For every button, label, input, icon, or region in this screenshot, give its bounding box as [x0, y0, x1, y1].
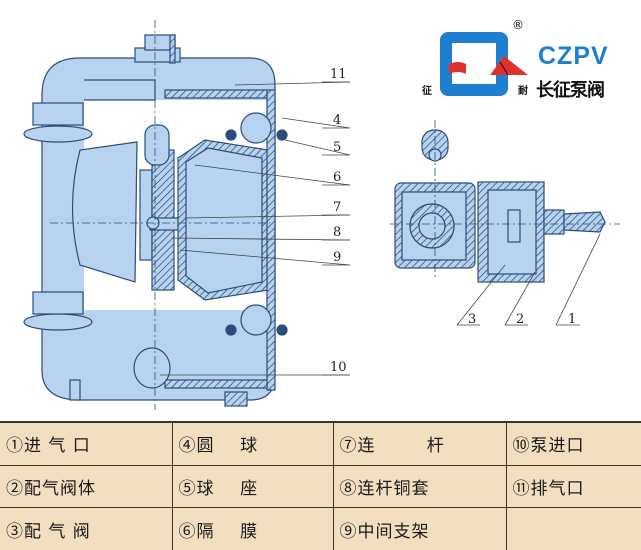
table-cell: ⑧连杆铜套 [332, 464, 507, 509]
callout-1: 1 [568, 312, 576, 327]
table-cell: ⑤球 座 [171, 464, 334, 509]
table-cell: ⑦连 杆 [332, 423, 507, 466]
table-cell: ⑨中间支架 [332, 507, 507, 550]
pump-drawing: 11 4 5 6 7 8 9 10 [23, 20, 620, 410]
table-row: ③配 气 阀 ⑥隔 膜 ⑨中间支架 [0, 507, 641, 550]
callout-7: 7 [333, 200, 341, 215]
callout-11: 11 [330, 67, 347, 82]
logo-left-char: 征 [422, 86, 432, 97]
valve-callouts: 3 2 1 [468, 312, 576, 327]
registered-mark: ® [512, 18, 524, 32]
callout-3: 3 [468, 312, 476, 327]
logo-mark-icon [440, 32, 528, 96]
callout-5: 5 [333, 140, 341, 155]
logo-chinese-name: 长征泵阀 [536, 80, 605, 101]
table-cell: ③配 气 阀 [0, 507, 173, 550]
callout-4: 4 [333, 113, 341, 128]
callout-2: 2 [516, 312, 524, 327]
callout-6: 6 [333, 170, 341, 185]
pump-cross-section-diagram: 11 4 5 6 7 8 9 10 [23, 18, 640, 410]
table-cell [505, 507, 641, 550]
company-logo: 征 ® CZPV 耐 长征泵阀 [420, 18, 640, 103]
logo-right-char: 耐 [518, 86, 528, 97]
table-row: ①进 气 口 ④圆 球 ⑦连 杆 ⑩泵进口 [0, 423, 641, 466]
main-pump [23, 20, 288, 410]
table-cell: ⑪排气口 [505, 464, 641, 509]
table-cell: ①进 气 口 [0, 423, 173, 466]
parts-legend-table: ①进 气 口 ④圆 球 ⑦连 杆 ⑩泵进口 ②配气阀体 ⑤球 座 ⑧连杆铜套 ⑪… [0, 421, 641, 550]
callout-9: 9 [333, 250, 341, 265]
table-cell: ④圆 球 [171, 423, 334, 466]
table-cell: ⑥隔 膜 [171, 507, 334, 550]
logo-brand-text: CZPV [538, 42, 609, 70]
air-valve [390, 120, 620, 283]
table-cell: ②配气阀体 [0, 464, 173, 509]
callout-10: 10 [330, 360, 347, 375]
table-row: ②配气阀体 ⑤球 座 ⑧连杆铜套 ⑪排气口 [0, 464, 641, 509]
callout-8: 8 [333, 225, 341, 240]
main-pump-callouts: 11 4 5 6 7 8 9 10 [330, 67, 347, 375]
table-cell: ⑩泵进口 [505, 423, 641, 466]
